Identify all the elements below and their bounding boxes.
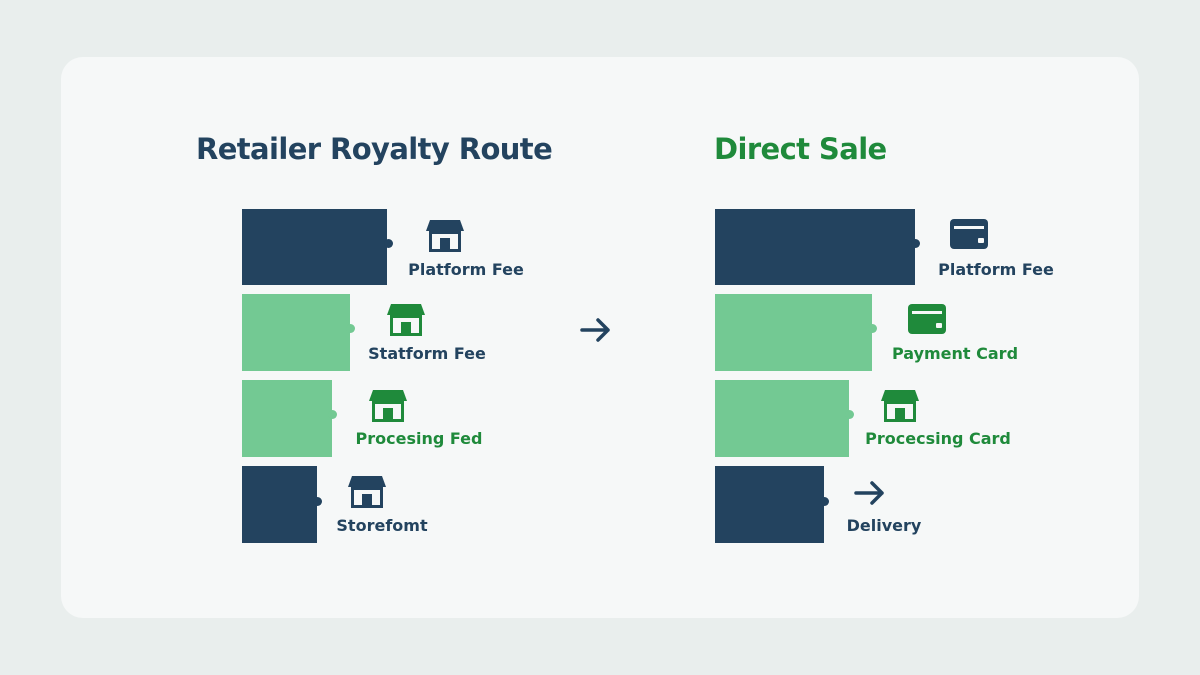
- right-bar-2: [715, 294, 872, 371]
- left-bar-2: [242, 294, 350, 371]
- right-connector-3: [845, 410, 854, 419]
- left-connector-3: [328, 410, 337, 419]
- right-label-1: Platform Fee: [938, 260, 1054, 279]
- right-label-4: Delivery: [846, 516, 922, 535]
- left-connector-2: [346, 324, 355, 333]
- left-bar-3: [242, 380, 332, 457]
- left-bar-1: [242, 209, 387, 285]
- credit-card-icon: [907, 301, 947, 337]
- storefront-icon: [425, 218, 465, 254]
- left-label-3: Procesing Fed: [355, 429, 483, 448]
- arrow-right-icon: [852, 478, 888, 508]
- storefront-icon: [347, 474, 387, 510]
- right-bar-4: [715, 466, 824, 543]
- right-connector-4: [820, 497, 829, 506]
- right-connector-1: [911, 239, 920, 248]
- credit-card-icon: [949, 216, 989, 252]
- left-connector-4: [313, 497, 322, 506]
- right-bar-3: [715, 380, 849, 457]
- right-title: Direct Sale: [714, 132, 887, 166]
- right-connector-2: [868, 324, 877, 333]
- storefront-icon: [880, 388, 920, 424]
- right-label-3: Procecsing Card: [865, 429, 1011, 448]
- left-connector-1: [384, 239, 393, 248]
- left-bar-4: [242, 466, 317, 543]
- left-label-4: Storefomt: [336, 516, 428, 535]
- left-label-2: Statform Fee: [368, 344, 486, 363]
- left-title: Retailer Royalty Route: [196, 132, 553, 166]
- arrow-right-icon: [578, 315, 614, 345]
- right-label-2: Payment Card: [891, 344, 1019, 363]
- right-bar-1: [715, 209, 915, 285]
- storefront-icon: [368, 388, 408, 424]
- storefront-icon: [386, 302, 426, 338]
- left-label-1: Platform Fee: [408, 260, 524, 279]
